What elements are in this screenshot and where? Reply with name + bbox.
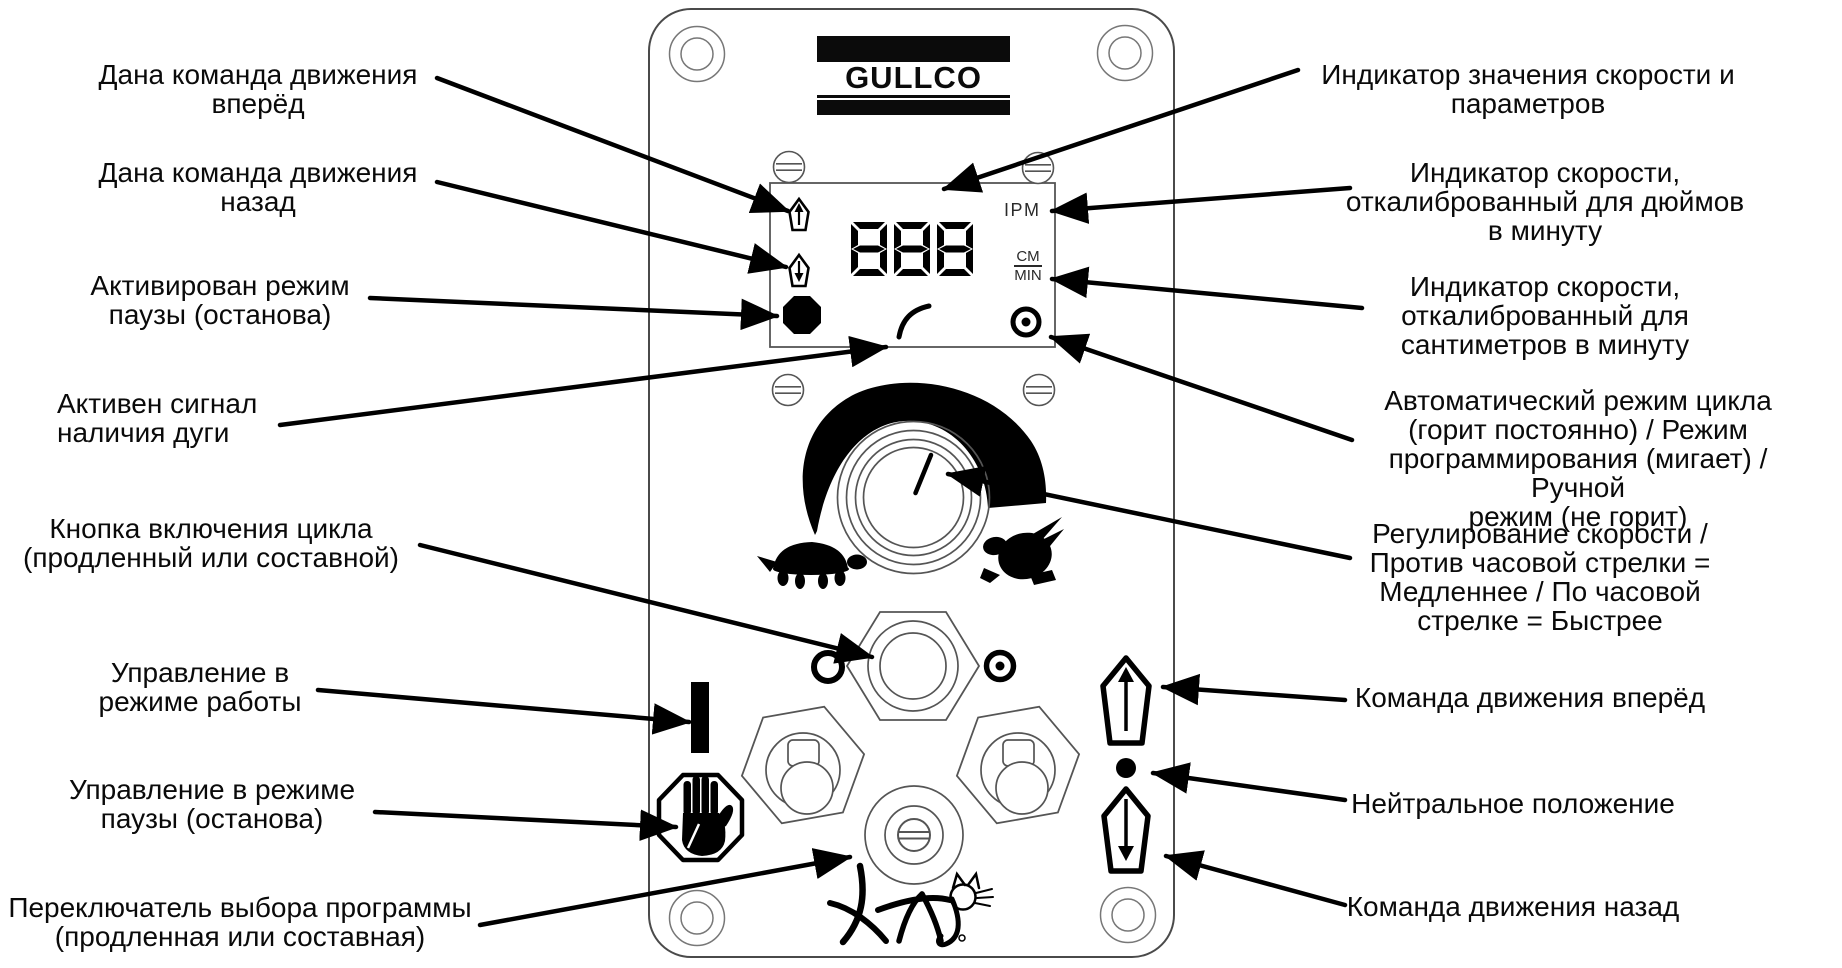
- callout-cycle-start-button: Кнопка включения цикла (продленный или с…: [23, 513, 399, 573]
- screw-icon: [1022, 373, 1056, 407]
- callout-arrow: [1160, 673, 1348, 706]
- callout-arrow: [945, 465, 1353, 561]
- run-mode-bar-icon: [691, 682, 709, 753]
- knob-pointer: [913, 452, 934, 496]
- callout-pause-mode-active: Активирован режим паузы (останова): [90, 270, 350, 330]
- mount-hole-icon: [668, 889, 726, 947]
- callout-arrow: [277, 335, 889, 428]
- cat-logo: [827, 862, 994, 948]
- toggle-switch-right[interactable]: [955, 705, 1081, 825]
- pause-stop-indicator-icon: [783, 296, 821, 334]
- auto-mode-indicator-icon: [1010, 306, 1042, 338]
- cycle-start-button[interactable]: [845, 611, 981, 721]
- callout-cm-min-indicator: Индикатор скорости, откалиброванный для …: [1400, 271, 1690, 360]
- callout-speed-regulation: Регулирование скорости / Против часовой …: [1369, 518, 1711, 636]
- min-label: MIN: [1014, 267, 1042, 284]
- callout-run-mode-control: Управление в режиме работы: [98, 657, 302, 717]
- mount-hole-icon: [668, 25, 726, 83]
- mount-hole-icon: [1099, 886, 1157, 944]
- callout-arrow: [1150, 762, 1348, 803]
- callout-backward-command: Команда движения назад: [1346, 891, 1680, 922]
- callout-speed-value-indicator: Индикатор значения скорости и параметров: [1321, 59, 1735, 119]
- callout-arrow: [315, 687, 692, 735]
- display-screws: [771, 150, 1056, 407]
- callout-ipm-indicator: Индикатор скорости, откалиброванный для …: [1345, 157, 1745, 246]
- forward-command-icon: [1100, 655, 1152, 746]
- callout-neutral-position: Нейтральное положение: [1351, 788, 1675, 819]
- cm-label: CM: [1014, 248, 1042, 267]
- callout-backward-command-given: Дана команда движения назад: [98, 157, 418, 217]
- callout-arrow: [1163, 850, 1348, 908]
- callout-arrow: [434, 179, 789, 274]
- gullco-logo-bar-bottom: [817, 100, 1010, 115]
- auto-mode-dot-icon: [983, 649, 1017, 683]
- mount-hole-icon: [1096, 24, 1154, 82]
- callout-arrow: [941, 67, 1301, 193]
- backward-indicator-icon: [788, 252, 810, 288]
- callout-arc-signal-active: Активен сигнал наличия дуги: [57, 388, 258, 448]
- forward-indicator-icon: [788, 196, 810, 232]
- backward-command-icon: [1101, 786, 1151, 874]
- speed-arc-graphic: [802, 382, 1047, 535]
- speed-knob[interactable]: [836, 420, 991, 575]
- screw-icon: [771, 373, 805, 407]
- callout-program-selector: Переключатель выбора программы (продленн…: [8, 892, 472, 952]
- toggle-switch-left[interactable]: [740, 705, 866, 825]
- gullco-logo-bar-top: [817, 36, 1010, 62]
- manual-mode-ring-icon: [811, 650, 845, 684]
- arc-signal-icon: [896, 303, 932, 340]
- callout-arrow: [417, 542, 875, 664]
- turtle-icon: [757, 542, 867, 589]
- gullco-logo: GULLCO: [817, 36, 1010, 115]
- corner-mount-holes: [668, 24, 1157, 947]
- neutral-dot-icon: [1116, 758, 1136, 778]
- callout-arrow: [367, 295, 780, 331]
- callout-forward-command-given: Дана команда движения вперёд: [98, 59, 418, 119]
- callout-arrow: [477, 848, 853, 928]
- callout-auto-cycle-mode: Автоматический режим цикла (горит постоя…: [1384, 385, 1772, 532]
- stop-hand-icon: [656, 772, 745, 863]
- callout-arrow: [434, 75, 791, 214]
- rabbit-icon: [980, 517, 1064, 585]
- callout-arrows: [277, 67, 1365, 928]
- callout-arrow: [1049, 185, 1353, 224]
- callout-arrow: [372, 809, 679, 841]
- callout-pause-mode-control: Управление в режиме паузы (останова): [68, 774, 356, 834]
- cm-min-unit-label: CM MIN: [1009, 248, 1047, 285]
- screw-icon: [772, 150, 806, 184]
- callout-forward-command: Команда движения вперёд: [1354, 682, 1706, 713]
- gullco-logo-text: GULLCO: [817, 62, 1010, 98]
- callout-arrow: [1048, 333, 1355, 443]
- program-selector[interactable]: [864, 785, 964, 885]
- ipm-unit-label: IPM: [1004, 200, 1041, 220]
- callout-arrow: [1049, 266, 1365, 311]
